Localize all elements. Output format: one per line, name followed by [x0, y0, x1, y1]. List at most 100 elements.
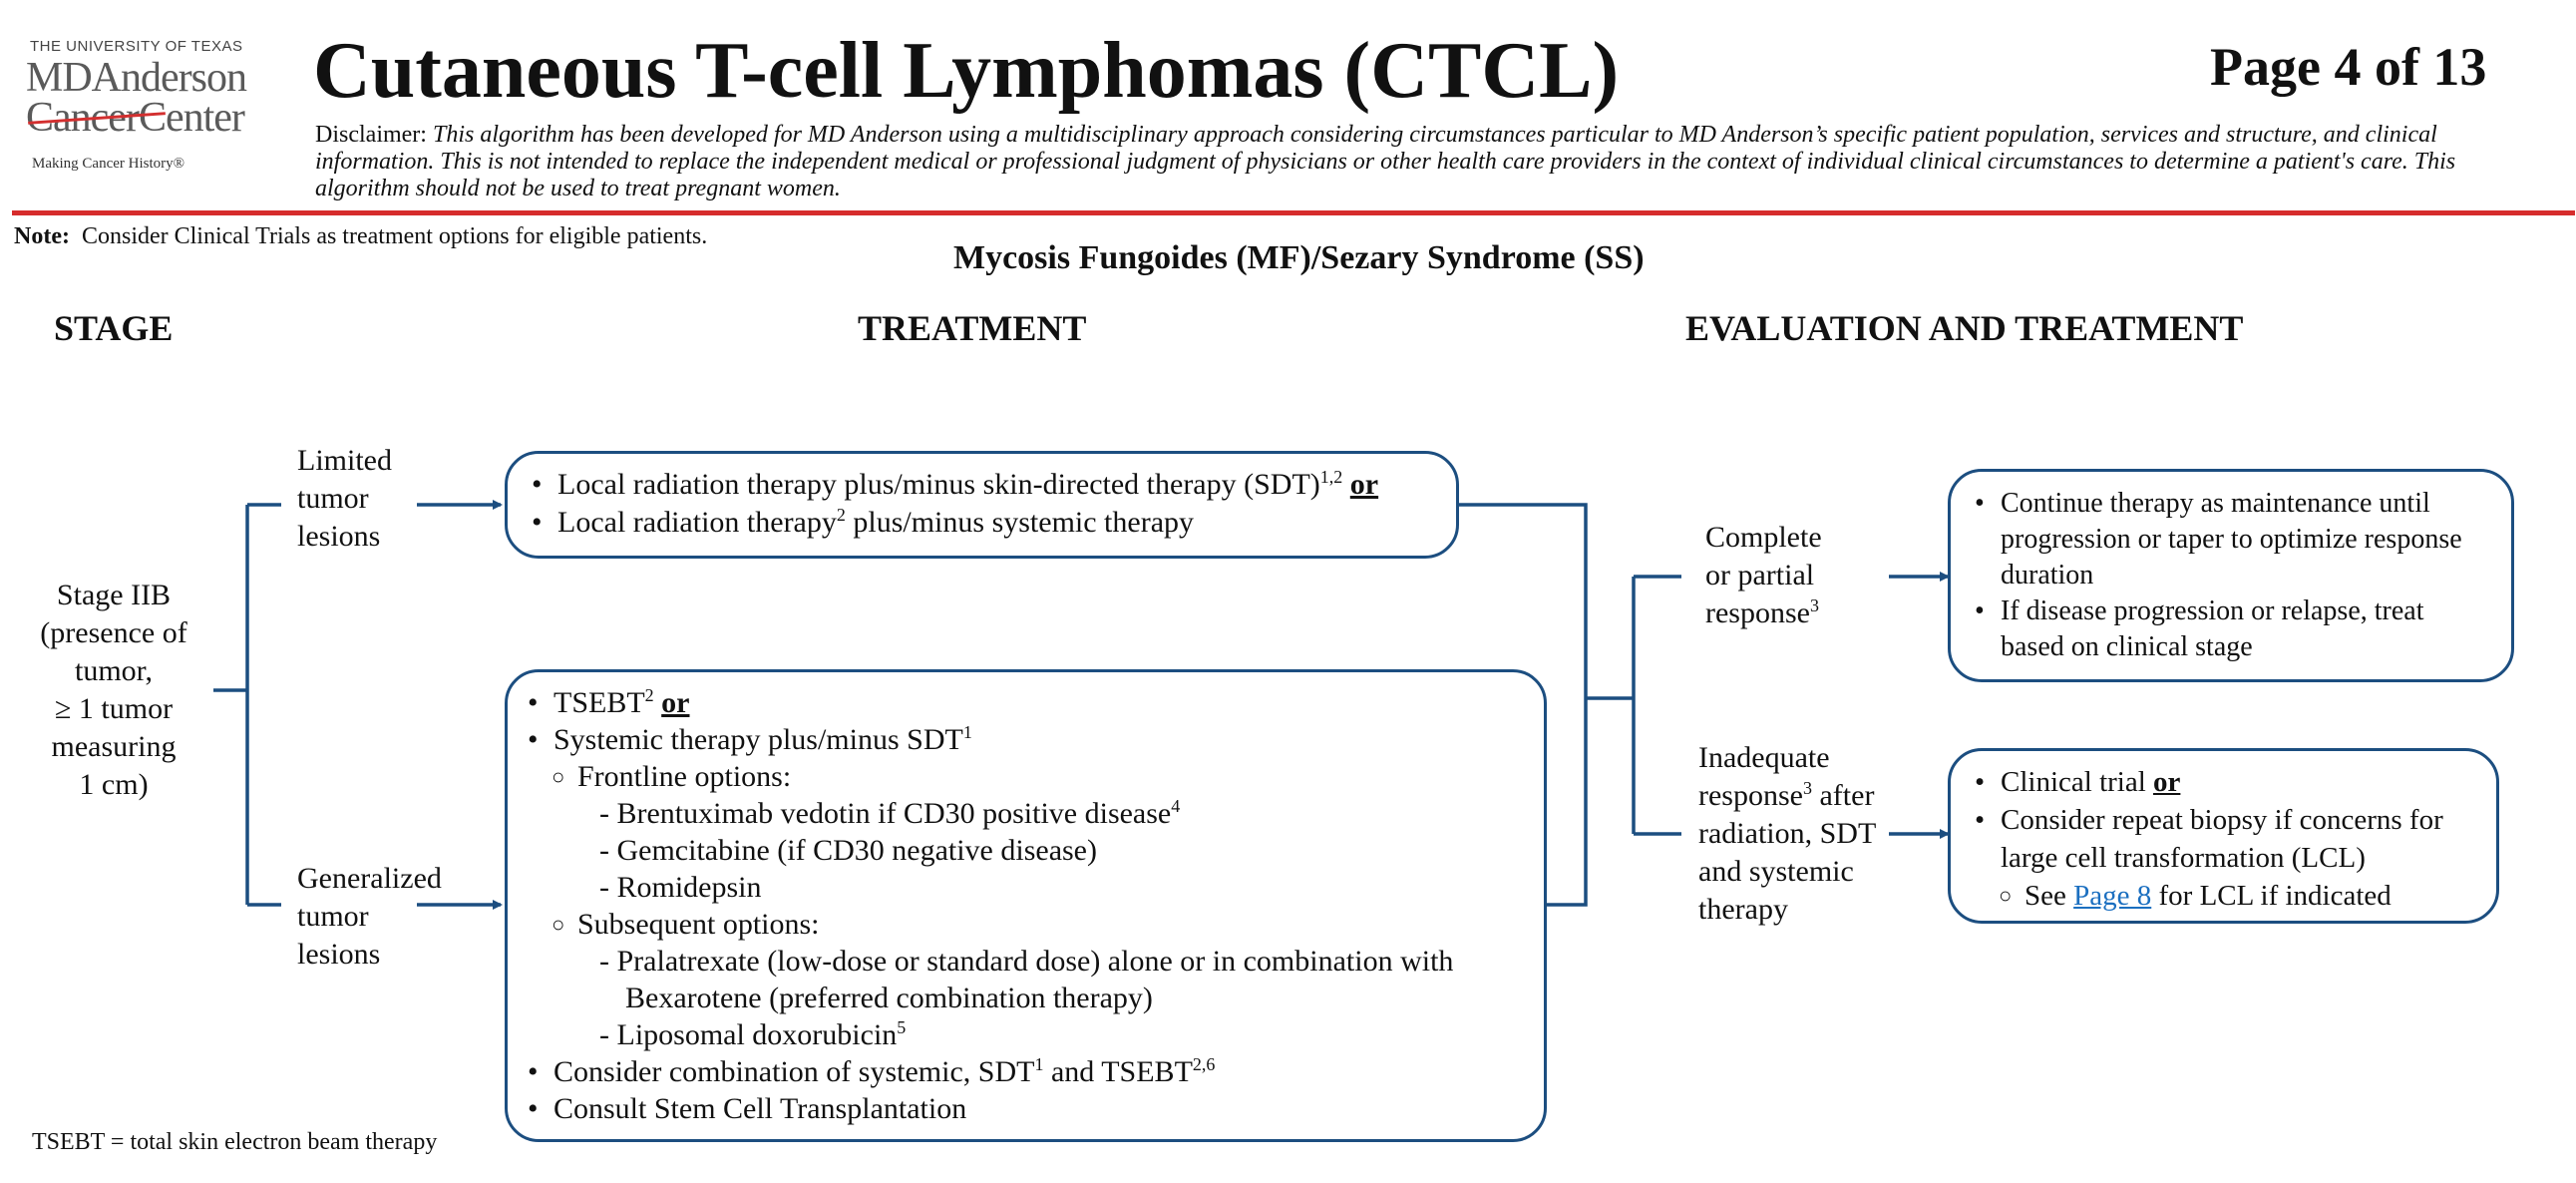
generalized-lesions-label: Generalized tumor lesions: [297, 860, 442, 974]
item-line: large cell transformation (LCL): [2001, 842, 2366, 874]
stage-label: Stage IIB (presence of tumor, ≥ 1 tumor …: [14, 577, 213, 804]
frontline-item: - Brentuximab vedotin if CD30 positive d…: [528, 795, 1544, 832]
or-label: or: [2153, 766, 2181, 798]
footnote-ref: 4: [1171, 796, 1181, 816]
connector-merge: [1459, 503, 1588, 907]
inadequate-line: response3 after: [1698, 777, 1876, 815]
complete-text: response: [1705, 596, 1810, 629]
complete-response-label: Complete or partial response3: [1705, 519, 1822, 632]
gen-option-tsebt: TSEBT2 or: [528, 684, 1544, 721]
complete-line: Complete: [1705, 521, 1822, 554]
limited-line: lesions: [297, 520, 381, 553]
footnote-ref: 5: [897, 1017, 907, 1037]
subsequent-item: - Liposomal doxorubicin5: [528, 1016, 1544, 1053]
item-text: for LCL if indicated: [2151, 880, 2392, 912]
inadequate-text: response: [1698, 779, 1803, 812]
inadequate-subitem: See Page 8 for LCL if indicated: [1975, 877, 2496, 915]
generalized-line: lesions: [297, 938, 381, 971]
subsequent-item-cont: Bexarotene (preferred combination therap…: [625, 982, 1153, 1014]
complete-response-box: Continue therapy as maintenance until pro…: [1948, 469, 2514, 682]
stage-line: ≥ 1 tumor: [54, 692, 174, 725]
gen-option-transplant: Consult Stem Cell Transplantation: [528, 1090, 1544, 1127]
option-text: Systemic therapy plus/minus SDT: [553, 723, 963, 756]
generalized-treatment-box: TSEBT2 or Systemic therapy plus/minus SD…: [505, 669, 1547, 1142]
inadequate-line: and systemic: [1698, 855, 1854, 888]
logo-md-anderson: MDAnderson: [26, 55, 247, 101]
generalized-line: Generalized: [297, 862, 442, 895]
limited-option-1: Local radiation therapy plus/minus skin-…: [532, 466, 1456, 504]
stage-line: measuring: [51, 730, 177, 763]
footnote-ref: 1: [1034, 1054, 1044, 1074]
complete-line: or partial: [1705, 559, 1815, 592]
limited-line: Limited: [297, 444, 392, 477]
footnote-ref: 2: [644, 685, 654, 705]
footnote-ref: 1: [962, 722, 972, 742]
option-text: Local radiation therapy: [557, 506, 837, 539]
page-8-link[interactable]: Page 8: [2073, 880, 2152, 912]
inadequate-item-2: Consider repeat biopsy if concerns for la…: [1975, 801, 2496, 877]
item-text: See: [2024, 880, 2074, 912]
disclaimer-text: This algorithm has been developed for MD…: [315, 122, 2456, 201]
inadequate-item-1: Clinical trial or: [1975, 763, 2496, 801]
logo-center: Center: [138, 95, 245, 141]
item-text: Clinical trial: [2001, 766, 2154, 798]
item-line: Consider repeat biopsy if concerns for: [2001, 804, 2443, 836]
note: Note: Consider Clinical Trials as treatm…: [14, 223, 707, 250]
item-line: If disease progression or relapse, treat: [2001, 595, 2424, 626]
option-text-rest: and TSEBT: [1043, 1055, 1193, 1088]
inadequate-text: after: [1811, 779, 1875, 812]
header-evaluation: EVALUATION AND TREATMENT: [1685, 308, 2244, 348]
logo-university-text: THE UNIVERSITY OF TEXAS: [30, 38, 243, 55]
option-text: - Liposomal doxorubicin: [599, 1018, 898, 1051]
limited-lesions-label: Limited tumor lesions: [297, 442, 392, 556]
gen-option-systemic: Systemic therapy plus/minus SDT1: [528, 721, 1544, 758]
item-line: duration: [2001, 560, 2094, 591]
stage-line: 1 cm): [79, 768, 149, 801]
subsequent-item: - Pralatrexate (low-dose or standard dos…: [599, 945, 1454, 978]
option-text: TSEBT: [553, 686, 645, 719]
disclaimer: Disclaimer: This algorithm has been deve…: [315, 122, 2549, 202]
footnote-ref: 1,2: [1319, 467, 1343, 487]
item-line: based on clinical stage: [2001, 631, 2253, 662]
option-text: Local radiation therapy plus/minus skin-…: [557, 468, 1320, 501]
logo-tagline: Making Cancer History®: [32, 156, 185, 172]
frontline-item: - Romidepsin: [599, 871, 762, 904]
inadequate-response-box: Clinical trial or Consider repeat biopsy…: [1948, 748, 2499, 924]
footnote-ref: 2,6: [1192, 1054, 1216, 1074]
complete-item-2: If disease progression or relapse, treat…: [1975, 593, 2511, 665]
header-stage: STAGE: [54, 308, 174, 348]
inadequate-response-label: Inadequate response3 after radiation, SD…: [1698, 739, 1876, 929]
note-text: Consider Clinical Trials as treatment op…: [81, 223, 708, 249]
header-divider: [12, 210, 2575, 215]
section-subtitle: Mycosis Fungoides (MF)/Sezary Syndrome (…: [953, 239, 1645, 276]
option-text-rest: plus/minus systemic therapy: [845, 506, 1195, 539]
disclaimer-label: Disclaimer:: [315, 122, 427, 148]
or-label: or: [1349, 468, 1379, 501]
page-title: Cutaneous T-cell Lymphomas (CTCL): [313, 27, 1620, 115]
subsequent-options: Subsequent options:: [528, 906, 1544, 943]
item-line: progression or taper to optimize respons…: [2001, 524, 2462, 555]
footnote-ref: 2: [836, 505, 846, 525]
limited-line: tumor: [297, 482, 369, 515]
inadequate-line: radiation, SDT: [1698, 817, 1877, 850]
inadequate-line: Inadequate: [1698, 741, 1830, 774]
limited-treatment-box: Local radiation therapy plus/minus skin-…: [505, 451, 1459, 559]
frontline-options: Frontline options:: [528, 758, 1544, 795]
frontline-item: - Gemcitabine (if CD30 negative disease): [599, 834, 1097, 867]
limited-option-2: Local radiation therapy2 plus/minus syst…: [532, 504, 1456, 542]
note-label: Note:: [14, 223, 70, 249]
inadequate-line: therapy: [1698, 893, 1788, 926]
complete-item-1: Continue therapy as maintenance until pro…: [1975, 486, 2511, 593]
stage-line: tumor,: [75, 654, 153, 687]
stage-line: (presence of: [40, 616, 187, 649]
header-treatment: TREATMENT: [858, 308, 1087, 348]
page-number: Page 4 of 13: [2210, 37, 2487, 97]
option-text: - Brentuximab vedotin if CD30 positive d…: [599, 797, 1172, 830]
footnote-ref: 3: [1809, 595, 1819, 615]
item-line: Continue therapy as maintenance until: [2001, 488, 2430, 519]
footnote-ref: 3: [1802, 778, 1812, 798]
stage-line: Stage IIB: [56, 579, 172, 611]
generalized-line: tumor: [297, 900, 369, 933]
complete-line: response3: [1705, 594, 1822, 632]
